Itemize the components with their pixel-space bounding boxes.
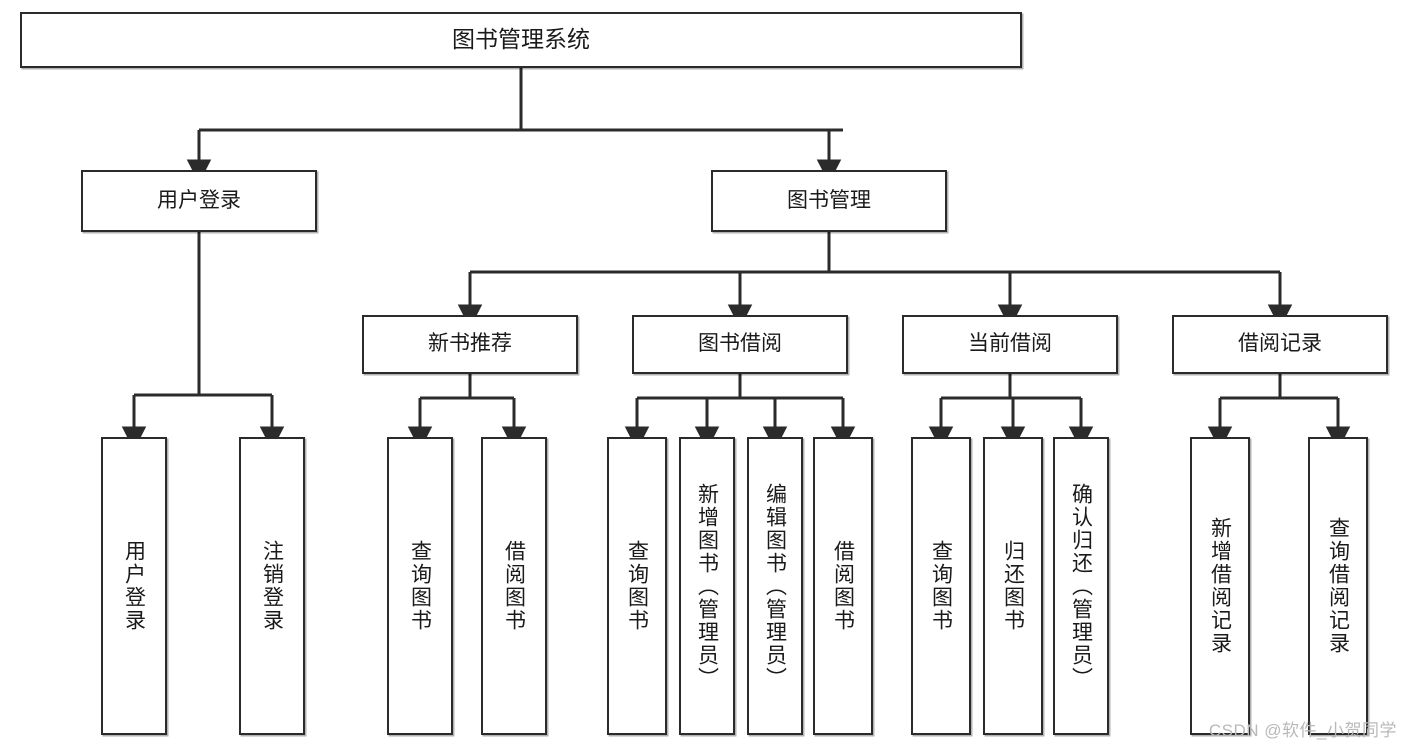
node-label: 新增借阅记录 <box>1208 517 1232 655</box>
node-label: 查询借阅记录 <box>1326 517 1350 655</box>
node-leaf-rec-borrow-book[interactable]: 借阅图书 <box>481 437 547 735</box>
node-label: 当前借阅 <box>968 332 1052 356</box>
node-label: 用户登录 <box>157 188 241 212</box>
node-label: 归还图书 <box>1001 540 1025 632</box>
node-leaf-user-login[interactable]: 用户登录 <box>101 437 167 735</box>
node-current-borrowing[interactable]: 当前借阅 <box>902 315 1118 374</box>
node-leaf-rec-query-book[interactable]: 查询图书 <box>387 437 453 735</box>
node-label: 借阅记录 <box>1238 332 1322 356</box>
node-new-book-recommendation[interactable]: 新书推荐 <box>362 315 578 374</box>
node-label: 新书推荐 <box>428 332 512 356</box>
node-label: 确认归还（管理员） <box>1069 482 1093 690</box>
node-label: 查询图书 <box>625 540 649 632</box>
node-label: 图书管理 <box>787 188 871 212</box>
node-label: 编辑图书（管理员） <box>763 482 787 690</box>
node-label: 注销登录 <box>260 540 284 632</box>
node-leaf-borrow-borrow-book[interactable]: 借阅图书 <box>813 437 873 735</box>
node-label: 查询图书 <box>408 540 432 632</box>
node-book-borrowing[interactable]: 图书借阅 <box>632 315 848 374</box>
node-label: 借阅图书 <box>502 540 526 632</box>
node-leaf-record-query-record[interactable]: 查询借阅记录 <box>1308 437 1368 735</box>
node-leaf-borrow-query-book[interactable]: 查询图书 <box>607 437 667 735</box>
node-label: 图书管理系统 <box>452 26 590 53</box>
node-leaf-borrow-add-book[interactable]: 新增图书（管理员） <box>679 437 735 735</box>
node-leaf-current-return-book[interactable]: 归还图书 <box>983 437 1043 735</box>
node-leaf-user-logout[interactable]: 注销登录 <box>239 437 305 735</box>
node-root-book-management-system[interactable]: 图书管理系统 <box>20 12 1022 68</box>
node-label: 图书借阅 <box>698 332 782 356</box>
node-book-management[interactable]: 图书管理 <box>711 170 947 232</box>
node-leaf-current-query-book[interactable]: 查询图书 <box>911 437 971 735</box>
node-user-login[interactable]: 用户登录 <box>81 170 317 232</box>
node-leaf-borrow-edit-book[interactable]: 编辑图书（管理员） <box>747 437 803 735</box>
node-leaf-current-confirm-return[interactable]: 确认归还（管理员） <box>1053 437 1109 735</box>
node-label: 查询图书 <box>929 540 953 632</box>
csdn-watermark: CSDN @软件_小贺同学 <box>1208 721 1397 740</box>
node-borrowing-record[interactable]: 借阅记录 <box>1172 315 1388 374</box>
node-label: 用户登录 <box>122 540 146 632</box>
node-label: 新增图书（管理员） <box>695 482 719 690</box>
node-leaf-record-add-record[interactable]: 新增借阅记录 <box>1190 437 1250 735</box>
node-label: 借阅图书 <box>831 540 855 632</box>
